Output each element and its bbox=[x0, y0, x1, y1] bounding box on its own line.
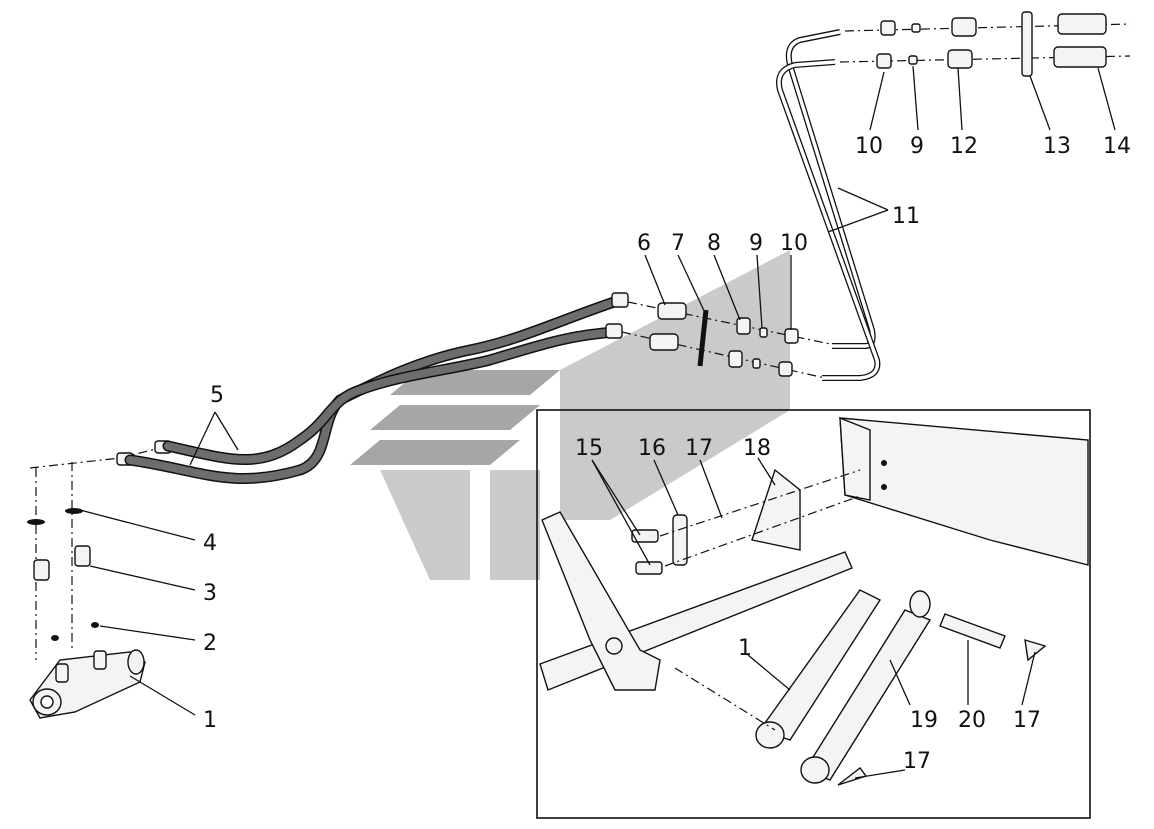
label-20: 20 bbox=[958, 708, 986, 733]
label-17-inset-right: 17 bbox=[1013, 708, 1041, 733]
label-19: 19 bbox=[910, 708, 938, 733]
rigid-tubes bbox=[776, 29, 881, 381]
label-12: 12 bbox=[950, 134, 978, 159]
label-4: 4 bbox=[203, 531, 217, 556]
fittings-middle bbox=[621, 301, 841, 379]
inset-frame-beam bbox=[839, 416, 1089, 566]
watermark-logo bbox=[350, 250, 790, 580]
label-3: 3 bbox=[203, 581, 217, 606]
label-10-middle: 10 bbox=[780, 231, 808, 256]
part-labels: 1 2 3 4 5 6 7 8 9 10 11 10 9 12 13 14 15… bbox=[203, 134, 1131, 774]
label-2: 2 bbox=[203, 631, 217, 656]
label-13: 13 bbox=[1043, 134, 1071, 159]
detail-inset-frame bbox=[536, 409, 1091, 819]
label-17-inset-bottom: 17 bbox=[903, 749, 931, 774]
label-5: 5 bbox=[210, 383, 224, 408]
label-14: 14 bbox=[1103, 134, 1131, 159]
cylinder-left bbox=[29, 649, 146, 719]
label-16: 16 bbox=[638, 436, 666, 461]
fittings-top-right bbox=[839, 11, 1131, 77]
label-9-top: 9 bbox=[910, 134, 924, 159]
label-8: 8 bbox=[707, 231, 721, 256]
label-1: 1 bbox=[203, 708, 217, 733]
label-7: 7 bbox=[671, 231, 685, 256]
inset-cylinders bbox=[674, 589, 1047, 786]
leader-lines bbox=[79, 65, 1116, 779]
label-1-inset: 1 bbox=[738, 636, 752, 661]
label-9-middle: 9 bbox=[749, 231, 763, 256]
label-10-top: 10 bbox=[855, 134, 883, 159]
label-6: 6 bbox=[637, 231, 651, 256]
inset-bracket bbox=[631, 468, 861, 575]
inset-shaft bbox=[539, 511, 853, 691]
label-15: 15 bbox=[575, 436, 603, 461]
label-18: 18 bbox=[743, 436, 771, 461]
fittings-left bbox=[27, 440, 172, 660]
label-11: 11 bbox=[892, 204, 920, 229]
hoses bbox=[124, 292, 629, 485]
label-17-inset-top: 17 bbox=[685, 436, 713, 461]
